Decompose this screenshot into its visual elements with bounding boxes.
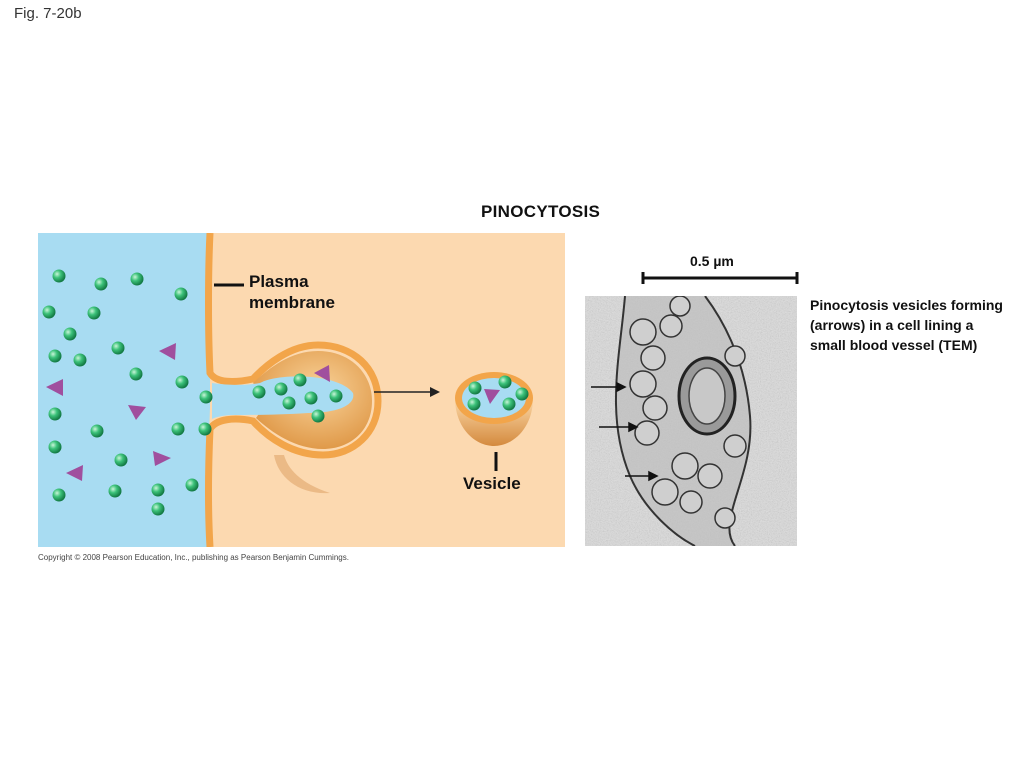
solute-sphere bbox=[305, 392, 318, 405]
figure-label: Fig. 7-20b bbox=[14, 5, 82, 22]
solute-sphere bbox=[330, 390, 343, 403]
solute-sphere bbox=[152, 503, 165, 516]
tem-micrograph bbox=[585, 296, 797, 546]
solute-sphere bbox=[91, 425, 104, 438]
solute-sphere bbox=[503, 398, 516, 411]
solute-sphere bbox=[130, 368, 143, 381]
solute-sphere bbox=[253, 386, 266, 399]
solute-sphere bbox=[49, 441, 62, 454]
solute-sphere bbox=[283, 397, 296, 410]
solute-sphere bbox=[200, 391, 213, 404]
solute-sphere bbox=[43, 306, 56, 319]
solute-sphere bbox=[152, 484, 165, 497]
solute-sphere bbox=[95, 278, 108, 291]
solute-sphere bbox=[468, 398, 481, 411]
solute-sphere bbox=[53, 489, 66, 502]
solute-sphere bbox=[469, 382, 482, 395]
solute-sphere bbox=[186, 479, 199, 492]
solute-sphere bbox=[115, 454, 128, 467]
copyright-notice: Copyright © 2008 Pearson Education, Inc.… bbox=[38, 553, 349, 562]
plasma-membrane-label-line: Plasma bbox=[249, 271, 335, 292]
micrograph-caption: Pinocytosis vesicles forming (arrows) in… bbox=[810, 295, 1010, 355]
scale-bar bbox=[641, 270, 799, 286]
scale-bar-label: 0.5 µm bbox=[690, 253, 734, 269]
solute-sphere bbox=[275, 383, 288, 396]
solute-sphere bbox=[88, 307, 101, 320]
solute-sphere bbox=[199, 423, 212, 436]
solute-sphere bbox=[53, 270, 66, 283]
solute-sphere bbox=[172, 423, 185, 436]
plasma-membrane-label-line: membrane bbox=[249, 292, 335, 313]
solute-sphere bbox=[312, 410, 325, 423]
solute-sphere bbox=[131, 273, 144, 286]
solute-sphere bbox=[499, 376, 512, 389]
vesicle-label: Vesicle bbox=[463, 473, 521, 494]
solute-sphere bbox=[49, 350, 62, 363]
solute-sphere bbox=[49, 408, 62, 421]
figure-title: PINOCYTOSIS bbox=[481, 202, 600, 222]
solute-sphere bbox=[64, 328, 77, 341]
solute-sphere bbox=[109, 485, 122, 498]
solute-sphere bbox=[74, 354, 87, 367]
solute-sphere bbox=[175, 288, 188, 301]
solute-sphere bbox=[516, 388, 529, 401]
solute-sphere bbox=[112, 342, 125, 355]
solute-sphere bbox=[176, 376, 189, 389]
solute-sphere bbox=[294, 374, 307, 387]
